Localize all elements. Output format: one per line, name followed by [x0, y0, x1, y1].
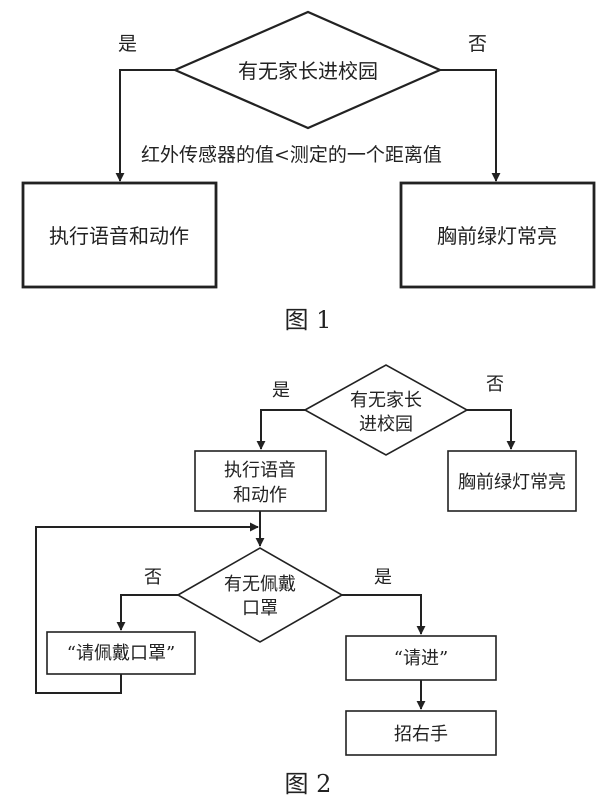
fig1-execute-label: 执行语音和动作	[49, 224, 189, 248]
fig2-yes1-connector	[256, 409, 305, 450]
fig1-decision-label: 有无家长进校园	[238, 59, 378, 83]
fig2-decision2-line1: 有无佩戴	[224, 574, 296, 595]
fig2-green-light-box	[447, 450, 577, 512]
fig2-green-light-label: 胸前绿灯常亮	[458, 472, 566, 493]
fig2-execute-line2: 和动作	[233, 485, 287, 506]
fig2-decision2-diamond	[176, 547, 344, 643]
fig2-wave-label: 招右手	[394, 724, 448, 745]
fig2-mask-prompt-label: “请佩戴口罩”	[67, 643, 175, 664]
fig2-wave-box	[345, 710, 497, 756]
fig1-condition-label: 红外传感器的值<测定的一个距离值	[141, 144, 442, 166]
fig2-execute-box	[194, 450, 327, 512]
fig2-execute-line1: 执行语音	[224, 460, 296, 481]
fig2-mask-prompt-box	[46, 631, 196, 675]
fig2-decision1-line2: 进校园	[359, 414, 413, 435]
fig2-yes1-label: 是	[272, 380, 290, 401]
fig1-yes-label: 是	[118, 33, 137, 55]
fig1-green-light-box	[399, 181, 596, 289]
fig2-no1-label: 否	[486, 374, 504, 395]
fig1-no-connector	[440, 69, 501, 182]
fig2-no2-connector	[116, 594, 178, 631]
fig2-decision2-line2: 口罩	[242, 598, 278, 619]
fig1-green-light-label: 胸前绿灯常亮	[437, 224, 557, 248]
fig1-yes-connector	[115, 69, 175, 182]
figure-1: 有无家长进校园 是 否 红外传感器的值<测定的一个距离值 执行语音和动作 胸前绿…	[21, 10, 596, 334]
fig1-caption: 图 1	[285, 306, 332, 334]
fig2-no2-label: 否	[144, 567, 162, 588]
figure-2: 有无家长 进校园 是 否 执行语音 和动作 胸前绿灯常亮 有无佩戴 口罩 否 是…	[35, 364, 577, 798]
fig2-yes2-connector	[342, 594, 426, 635]
fig2-enter-prompt-label: “请进”	[394, 648, 448, 669]
fig1-execute-box	[21, 181, 218, 289]
fig2-yes2-label: 是	[374, 567, 392, 588]
fig1-no-label: 否	[468, 33, 487, 55]
fig2-no1-connector	[467, 409, 516, 450]
fig2-caption: 图 2	[285, 770, 332, 798]
fig2-loop-back-connector	[35, 522, 259, 694]
fig2-decision1-line1: 有无家长	[350, 390, 422, 411]
